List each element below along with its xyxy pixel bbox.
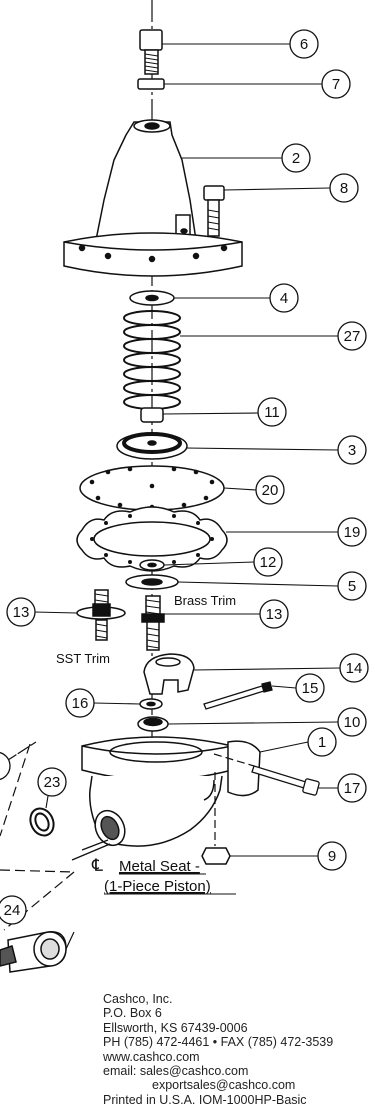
label-sst-trim: SST Trim: [56, 651, 110, 666]
part-11-nut: [140, 407, 164, 423]
footer-company: Cashco, Inc.: [103, 992, 173, 1006]
svg-text:27: 27: [344, 328, 361, 345]
footer-po-box: P.O. Box 6: [103, 1006, 162, 1021]
callout-12: 12: [253, 547, 283, 577]
svg-text:10: 10: [344, 714, 361, 731]
footer-city: Ellsworth, KS 67439-0006: [103, 1020, 248, 1035]
callout-13-right: 13: [259, 599, 289, 629]
part-1-body: [81, 736, 261, 847]
company-footer: Cashco, Inc. P.O. Box 6 Ellsworth, KS 67…: [103, 992, 375, 1107]
callout-7: 7: [321, 69, 351, 99]
part-3-pressure-plate: [116, 432, 188, 460]
part-9-nut: [201, 847, 231, 865]
svg-text:11: 11: [264, 404, 280, 421]
callout-3: 3: [337, 435, 367, 465]
part-27-range-spring: [123, 310, 181, 410]
svg-text:17: 17: [344, 780, 361, 797]
svg-text:2: 2: [292, 150, 300, 167]
callout-2: 2: [281, 143, 311, 173]
svg-text:16: 16: [72, 695, 89, 712]
partial-callout-left: [0, 751, 11, 781]
svg-text:3: 3: [348, 442, 356, 459]
svg-text:24: 24: [4, 902, 21, 919]
svg-text:9: 9: [328, 848, 336, 865]
part-17-dash: [213, 753, 255, 767]
callout-14: 14: [339, 653, 369, 683]
callout-27: 27: [337, 321, 367, 351]
svg-text:5: 5: [348, 578, 356, 595]
svg-text:4: 4: [280, 290, 288, 307]
part-5-brass-trim-washer: [125, 574, 179, 590]
callout-16: 16: [65, 688, 95, 718]
metal-seat-leader: [81, 839, 109, 851]
footer-export-email[interactable]: exportsales@cashco.com: [152, 1078, 296, 1093]
label-metal-seat: Metal Seat -: [119, 858, 200, 875]
part-20-diaphragm: [79, 465, 225, 511]
footer-printed: Printed in U.S.A. IOM-1000HP-Basic: [103, 1092, 307, 1107]
part-17-bolt: [251, 765, 320, 796]
part-12-washer: [139, 559, 165, 571]
part-14-piston: [143, 653, 195, 695]
svg-text:7: 7: [332, 76, 340, 93]
label-brass-trim: Brass Trim: [174, 593, 236, 608]
part-16-washer: [139, 698, 163, 710]
part-7-jam-nut: [137, 78, 165, 90]
callout-17: 17: [337, 773, 367, 803]
svg-text:12: 12: [260, 554, 277, 571]
label-centerline: ℄: [91, 856, 103, 875]
callout-19: 19: [337, 517, 367, 547]
callout-leaders: [33, 43, 341, 857]
part-13-brass-trim-stem: [141, 595, 165, 651]
svg-text:13: 13: [13, 604, 30, 621]
metal-seat-leader-arrow: [71, 843, 111, 861]
part-19-gasket: [76, 506, 228, 572]
footer-website[interactable]: www.cashco.com: [103, 1049, 200, 1064]
callout-4: 4: [269, 283, 299, 313]
part-4-spring-button: [129, 290, 175, 306]
part-8-bolt: [203, 185, 225, 237]
callout-23: 23: [37, 767, 67, 797]
callout-13-left: 13: [6, 597, 36, 627]
callout-5: 5: [337, 571, 367, 601]
part-15-screw: [203, 681, 273, 710]
callout-10: 10: [337, 707, 367, 737]
svg-text:23: 23: [44, 774, 61, 791]
callout-20: 20: [255, 475, 285, 505]
callout-8: 8: [329, 173, 359, 203]
part-23-o-ring: [29, 807, 55, 837]
part-6-adjusting-screw: [139, 29, 163, 75]
callout-15: 15: [295, 673, 325, 703]
svg-text:13: 13: [266, 606, 283, 623]
svg-text:19: 19: [344, 524, 361, 541]
footer-email[interactable]: email: sales@cashco.com: [103, 1064, 249, 1079]
label-one-piece-piston: (1-Piece Piston): [104, 878, 211, 895]
svg-text:8: 8: [340, 180, 348, 197]
svg-text:15: 15: [302, 680, 319, 697]
svg-text:20: 20: [262, 482, 279, 499]
svg-text:6: 6: [300, 36, 308, 53]
callout-24: 24: [0, 895, 27, 925]
callout-1: 1: [307, 727, 337, 757]
part-10-seat-ring: [137, 716, 169, 732]
part-2-spring-chamber: [63, 119, 243, 277]
part-24-piston-assembly: [0, 931, 75, 973]
callout-11: 11: [257, 397, 287, 427]
part-13-sst-trim-stem: [76, 589, 126, 641]
svg-text:1: 1: [318, 734, 326, 751]
callout-9: 9: [317, 841, 347, 871]
footer-phone-fax: PH (785) 472-4461 • FAX (785) 472-3539: [103, 1035, 334, 1050]
callout-6: 6: [289, 29, 319, 59]
svg-text:14: 14: [346, 660, 363, 677]
